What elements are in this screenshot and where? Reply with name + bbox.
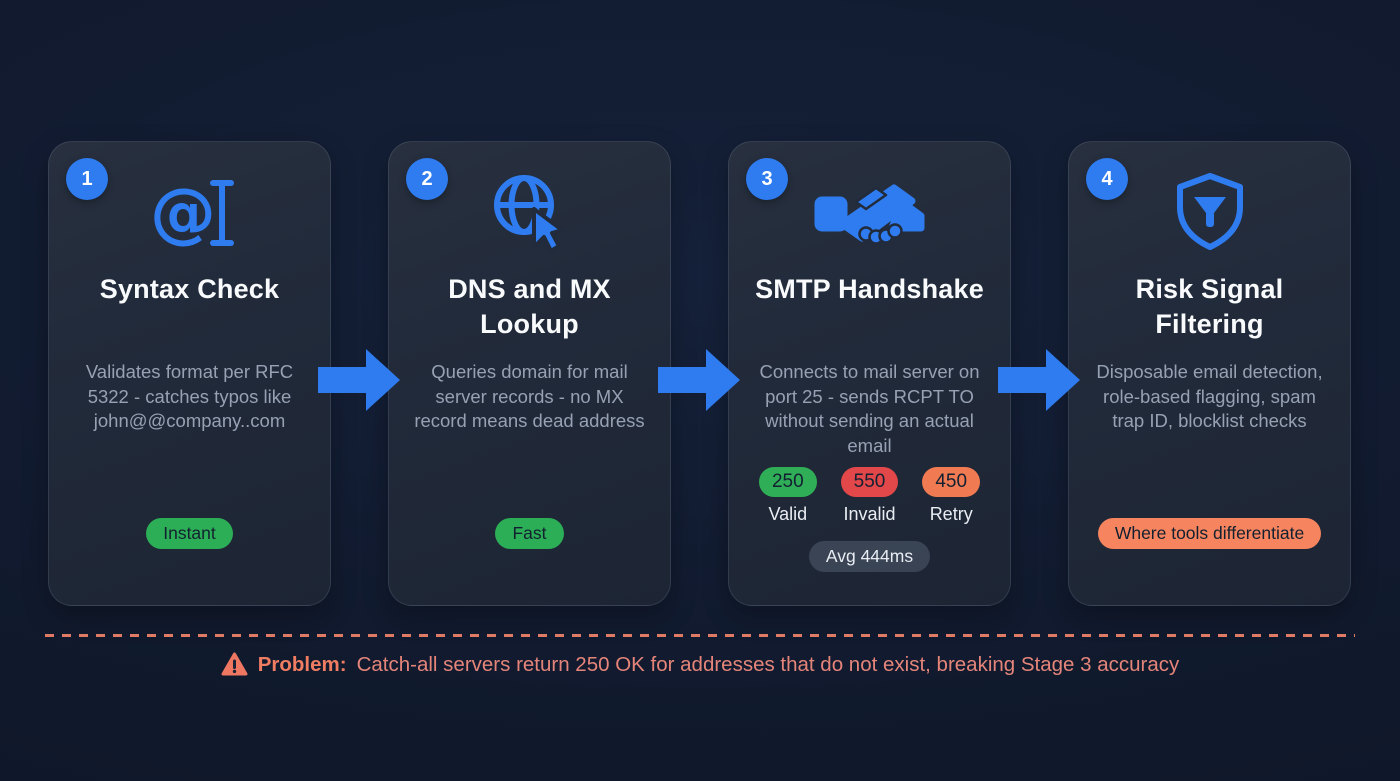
stage-description: Disposable email detection, role-based f… xyxy=(1096,361,1323,431)
step-number-badge: 4 xyxy=(1086,158,1128,200)
step-number-badge: 2 xyxy=(406,158,448,200)
latency-badge: Avg 444ms xyxy=(808,541,931,572)
stage-description: Connects to mail server on port 25 - sen… xyxy=(759,361,980,456)
handshake-icon xyxy=(814,168,926,256)
code-label: Invalid xyxy=(843,504,896,524)
svg-text:@: @ xyxy=(150,174,216,251)
flow-arrow-icon xyxy=(998,349,1080,411)
response-code-retry: 450 Retry xyxy=(922,467,981,525)
speed-badge: Instant xyxy=(146,518,233,549)
stage-card-smtp-handshake: 3 SMTP Handshake Connects to mail server… xyxy=(728,141,1011,606)
code-label: Retry xyxy=(929,504,973,524)
problem-text: Catch-all servers return 250 OK for addr… xyxy=(356,652,1180,676)
problem-note: Problem: Catch-all servers return 250 OK… xyxy=(0,652,1400,677)
step-number-badge: 3 xyxy=(746,158,788,200)
problem-label: Problem: xyxy=(257,652,347,676)
stage-description: Validates format per RFC 5322 - catches … xyxy=(85,361,294,431)
stage-title: Syntax Check xyxy=(99,274,280,304)
dashed-separator xyxy=(45,634,1355,637)
stage-title: DNS and MX Lookup xyxy=(448,274,611,339)
flow-arrow-icon xyxy=(318,349,400,411)
response-code-valid: 250 Valid xyxy=(758,467,817,525)
step-number-badge: 1 xyxy=(66,158,108,200)
stage-title: SMTP Handshake xyxy=(755,274,984,304)
stage-card-risk-signal-filtering: 4 Risk Signal Filtering Disposable email… xyxy=(1068,141,1351,606)
smtp-response-codes: 250 Valid 550 Invalid 450 Retry Avg 444m… xyxy=(729,467,1010,572)
globe-cursor-icon xyxy=(488,168,572,256)
speed-badge: Fast xyxy=(495,518,564,549)
at-cursor-icon: @ xyxy=(142,168,238,256)
code-450-pill: 450 xyxy=(922,467,981,497)
code-label: Valid xyxy=(768,504,808,524)
pipeline-stages: 1 @ Syntax Check Validates format per RF… xyxy=(48,141,1351,606)
stage-card-syntax-check: 1 @ Syntax Check Validates format per RF… xyxy=(48,141,331,606)
stage-title: Risk Signal Filtering xyxy=(1135,274,1284,339)
response-code-invalid: 550 Invalid xyxy=(840,467,899,525)
shield-filter-icon xyxy=(1170,168,1250,256)
differentiator-badge: Where tools differentiate xyxy=(1097,518,1322,549)
stage-description: Queries domain for mail server records -… xyxy=(414,361,645,431)
warning-icon xyxy=(221,652,248,676)
code-550-pill: 550 xyxy=(840,467,899,497)
stage-card-dns-mx-lookup: 2 DNS and MX Lookup Queries domain for m… xyxy=(388,141,671,606)
code-250-pill: 250 xyxy=(758,467,817,497)
flow-arrow-icon xyxy=(658,349,740,411)
